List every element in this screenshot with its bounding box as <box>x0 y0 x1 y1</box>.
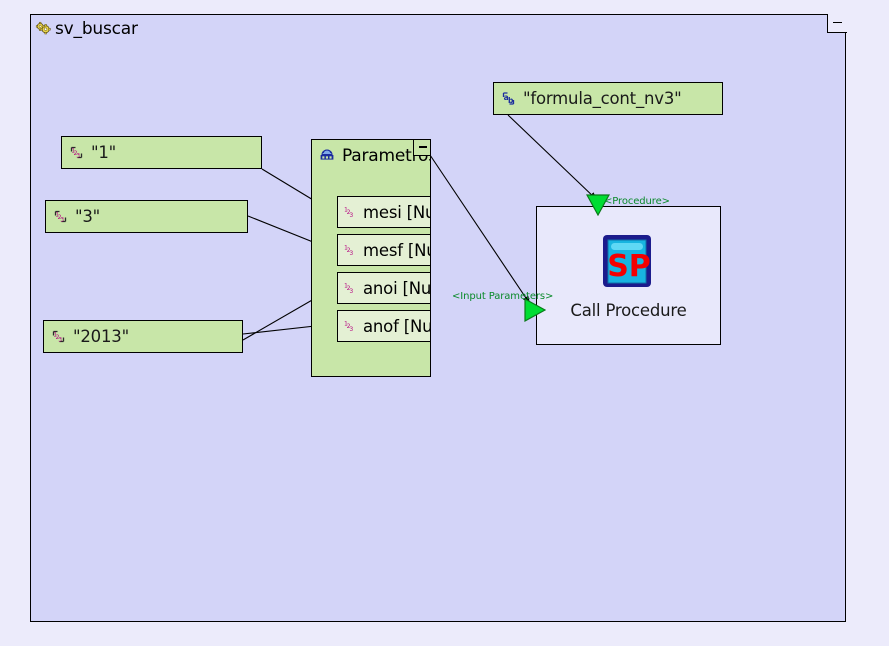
window-title: sv_buscar <box>35 19 138 39</box>
port-procedure-triangle-down-icon[interactable] <box>586 194 610 216</box>
parameter-item-anof[interactable]: 1 2 3 anof [Nu <box>337 310 431 342</box>
literal-node-3[interactable]: 1 2 3 "3" <box>45 200 248 233</box>
parametros-header: Parametros <box>319 146 431 166</box>
svg-text:1: 1 <box>71 148 75 155</box>
minus-icon <box>418 146 427 148</box>
svg-text:3: 3 <box>60 217 64 224</box>
literal-node-1[interactable]: 1 2 3 "1" <box>61 136 262 169</box>
literal-value: "2013" <box>73 327 129 346</box>
svg-text:3: 3 <box>58 337 62 344</box>
port-input-parameters-triangle-right-icon[interactable] <box>524 298 546 322</box>
formula-value: "formula_cont_nv3" <box>523 89 682 108</box>
parametros-collapse-button[interactable] <box>413 140 430 156</box>
call-procedure-caption: Call Procedure <box>570 301 687 320</box>
svg-text:3: 3 <box>76 153 80 160</box>
svg-text:1: 1 <box>344 284 348 290</box>
number-type-icon: 1 2 3 <box>343 205 357 219</box>
number-type-icon: 1 2 3 <box>51 329 66 344</box>
svg-text:2: 2 <box>347 248 351 254</box>
parameter-label: anof [Nu <box>363 316 431 336</box>
structure-icon <box>319 149 335 163</box>
svg-text:2: 2 <box>347 324 351 330</box>
number-type-icon: 1 2 3 <box>343 281 357 295</box>
parametros-title: Parametros <box>342 146 431 166</box>
port-input-parameters-label: <Input Parameters> <box>452 291 554 302</box>
number-type-icon: 1 2 3 <box>69 145 84 160</box>
parameter-item-mesi[interactable]: 1 2 3 mesi [Nu <box>337 196 431 228</box>
parameter-label: mesf [Nu <box>363 240 431 260</box>
svg-text:3: 3 <box>349 289 353 295</box>
svg-text:3: 3 <box>349 251 353 257</box>
svg-text:1: 1 <box>53 332 57 339</box>
formula-node[interactable]: a b "formula_cont_nv3" <box>493 82 723 115</box>
svg-text:SP: SP <box>607 249 651 284</box>
parameter-item-anoi[interactable]: 1 2 3 anoi [Nu <box>337 272 431 304</box>
svg-text:b: b <box>508 96 514 105</box>
stored-procedure-icon: SP <box>601 231 657 291</box>
minus-icon <box>832 21 842 24</box>
parametros-container[interactable]: Parametros 1 2 3 mesi [Nu 1 2 3 <box>311 139 431 377</box>
number-type-icon: 1 2 3 <box>343 319 357 333</box>
svg-text:3: 3 <box>349 327 353 333</box>
parameter-label: mesi [Nu <box>363 202 431 222</box>
literal-value: "1" <box>91 143 117 162</box>
svg-text:2: 2 <box>347 210 351 216</box>
svg-text:1: 1 <box>55 212 59 219</box>
window-collapse-button[interactable] <box>826 13 847 33</box>
number-type-icon: 1 2 3 <box>343 243 357 257</box>
svg-text:1: 1 <box>344 246 348 252</box>
svg-text:2: 2 <box>56 334 60 341</box>
svg-text:2: 2 <box>74 150 78 157</box>
number-type-icon: 1 2 3 <box>53 209 68 224</box>
svg-text:3: 3 <box>349 213 353 219</box>
literal-node-2013[interactable]: 1 2 3 "2013" <box>43 320 243 353</box>
svg-text:a: a <box>504 93 509 102</box>
string-type-icon: a b <box>501 91 516 106</box>
port-procedure-label: <Procedure> <box>604 196 670 207</box>
diagram-window: sv_buscar <box>30 13 847 622</box>
parameter-item-mesf[interactable]: 1 2 3 mesf [Nu <box>337 234 431 266</box>
window-title-text: sv_buscar <box>55 19 138 39</box>
svg-text:2: 2 <box>347 286 351 292</box>
gears-icon <box>35 21 52 38</box>
svg-text:2: 2 <box>58 214 62 221</box>
call-procedure-node[interactable]: SP Call Procedure <box>536 206 721 345</box>
svg-text:1: 1 <box>344 322 348 328</box>
svg-text:1: 1 <box>344 208 348 214</box>
parameter-label: anoi [Nu <box>363 278 431 298</box>
literal-value: "3" <box>75 207 101 226</box>
